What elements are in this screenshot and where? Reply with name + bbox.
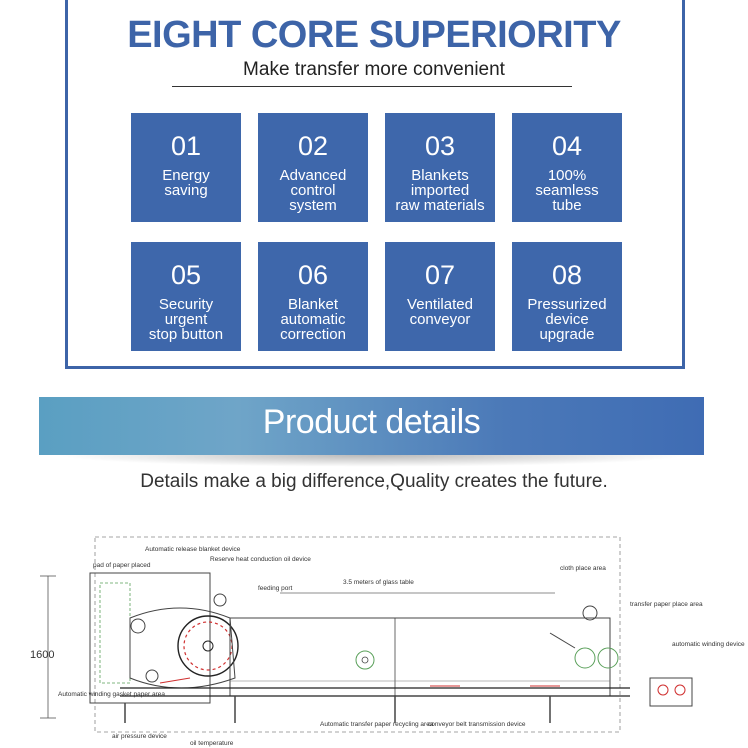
machine-body xyxy=(89,572,211,704)
winding-roller xyxy=(674,684,686,696)
feeding-roller xyxy=(213,593,227,607)
feature-label: 100% seamless tube xyxy=(535,167,599,214)
feature-label: Security urgent stop button xyxy=(148,296,224,343)
height-label: 1600 xyxy=(30,649,54,661)
red-arrow xyxy=(159,677,191,684)
label-cloth-area: cloth place area xyxy=(560,565,606,572)
label-reserve-heat: Reserve heat conduction oil device xyxy=(210,556,311,563)
transfer-arm xyxy=(549,632,576,649)
label-auto-release: Automatic release blanket device xyxy=(145,546,241,553)
roller-small xyxy=(130,618,146,634)
machine-diagram: 1600 3.5 meters of glass table Automatic… xyxy=(30,536,745,747)
transfer-roller xyxy=(597,647,619,669)
feature-card-06: 06 Blanket automatic correction xyxy=(258,242,368,351)
transfer-roller xyxy=(574,647,596,669)
label-winding-gasket: Automatic winding gasket paper area xyxy=(58,691,165,698)
label-auto-winding: automatic winding device xyxy=(672,641,745,648)
feature-label: Energy saving xyxy=(162,167,210,199)
feature-label: Blanket automatic correction xyxy=(280,296,346,343)
feature-number: 05 xyxy=(170,260,202,290)
winding-device xyxy=(649,677,693,707)
feature-number: 02 xyxy=(297,131,329,161)
feature-card-02: 02 Advanced control system xyxy=(258,113,368,222)
subtitle-divider xyxy=(172,86,572,87)
glass-table xyxy=(229,617,611,697)
label-oil-temp: oil temperature xyxy=(190,740,234,747)
winding-roller xyxy=(657,684,669,696)
label-feeding-port: feeding port xyxy=(258,585,293,592)
feature-number: 04 xyxy=(551,131,583,161)
banner-title: Product details xyxy=(262,403,481,441)
roller-small xyxy=(145,669,159,683)
label-transfer-paper: transfer paper place area xyxy=(630,601,703,608)
glass-table-label: 3.5 meters of glass table xyxy=(343,579,414,586)
label-air-pressure: air pressure device xyxy=(112,733,167,740)
feature-number: 06 xyxy=(297,260,329,290)
label-recycling: Automatic transfer paper recycling area xyxy=(320,721,434,728)
heating-drum-inner xyxy=(183,621,233,671)
page-title: EIGHT CORE SUPERIORITY xyxy=(127,14,621,56)
feature-number: 08 xyxy=(551,260,583,290)
feature-number: 07 xyxy=(424,260,456,290)
feature-card-07: 07 Ventilated conveyor xyxy=(385,242,495,351)
recycling-roller-hub xyxy=(361,656,369,664)
cloth-roller xyxy=(582,605,598,621)
page-subtitle: Make transfer more convenient xyxy=(243,59,505,80)
banner-shadow xyxy=(55,455,690,467)
feature-card-08: 08 Pressurized device upgrade xyxy=(512,242,622,351)
drum-hub xyxy=(202,640,214,652)
feature-card-05: 05 Security urgent stop button xyxy=(131,242,241,351)
feature-card-01: 01 Energy saving xyxy=(131,113,241,222)
outline-frame xyxy=(94,536,621,733)
feature-number: 01 xyxy=(170,131,202,161)
feature-number: 03 xyxy=(424,131,456,161)
feature-card-04: 04 100% seamless tube xyxy=(512,113,622,222)
heating-drum xyxy=(177,615,239,677)
green-guide xyxy=(99,582,131,684)
recycling-roller xyxy=(355,650,375,670)
feature-label: Advanced control system xyxy=(279,167,347,214)
label-conveyor: conveyor belt transmission device xyxy=(428,721,526,728)
feature-card-03: 03 Blankets imported raw materials xyxy=(385,113,495,222)
tagline: Details make a big difference,Quality cr… xyxy=(140,471,608,492)
blanket-path xyxy=(129,607,236,689)
feature-label: Blankets imported raw materials xyxy=(395,167,485,214)
label-pad-paper: pad of paper placed xyxy=(93,562,151,569)
feature-label: Pressurized device upgrade xyxy=(527,296,607,343)
product-details-banner: Product details xyxy=(39,397,704,455)
feature-label: Ventilated conveyor xyxy=(407,296,473,328)
